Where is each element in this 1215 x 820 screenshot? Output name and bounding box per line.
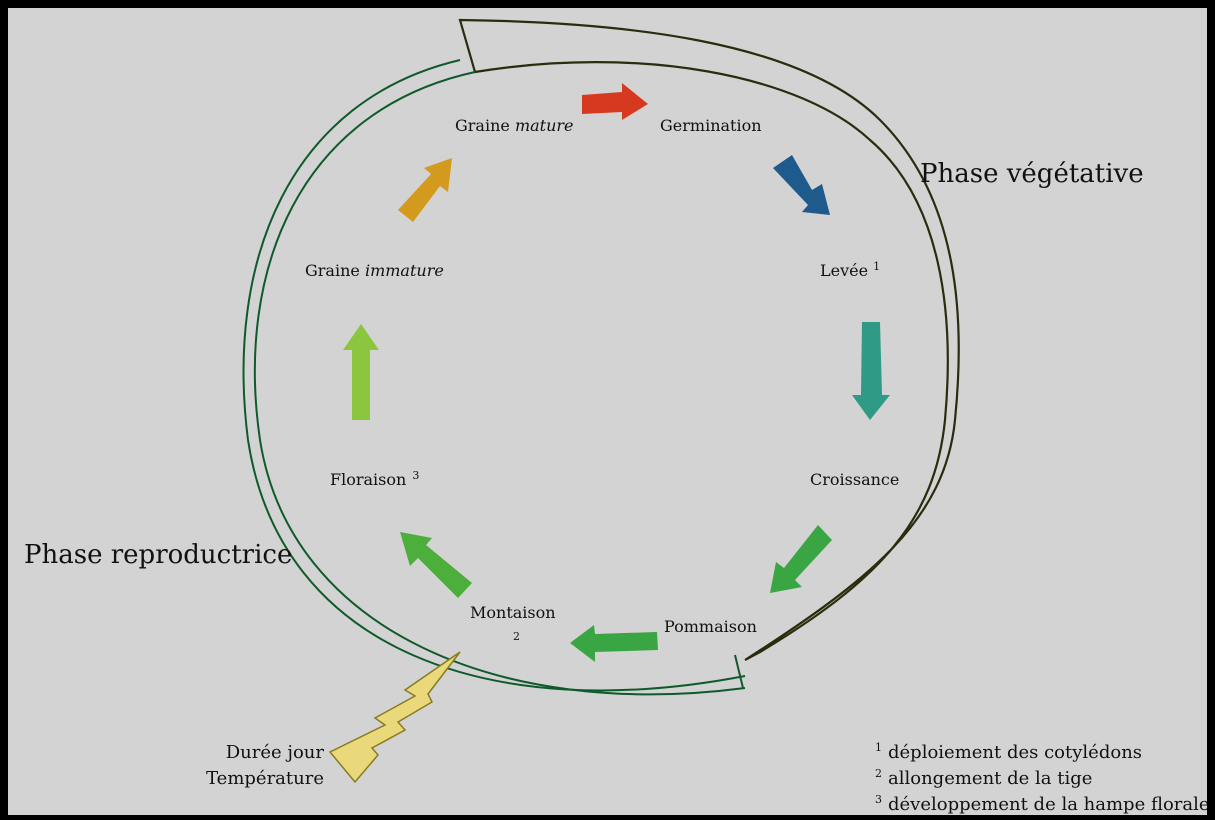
reproductive-phase-band-inner <box>242 59 746 692</box>
arrow-germination <box>582 83 648 120</box>
phase-vegetative-label: Phase végétative <box>920 159 1144 189</box>
trigger-day-length: Durée jour <box>226 742 325 763</box>
phase-reproductive-label: Phase reproductrice <box>24 540 292 570</box>
arrow-graine-mature <box>398 158 452 222</box>
stage-croissance: Croissance <box>810 470 899 489</box>
stage-pommaison: Pommaison <box>664 617 757 636</box>
arrow-pommaison <box>770 525 832 593</box>
arrow-levee <box>773 155 830 215</box>
arrow-floraison <box>400 532 472 598</box>
stage-montaison-sup: 2 <box>513 630 520 643</box>
stage-germination: Germination <box>660 116 762 135</box>
stage-montaison: Montaison <box>470 603 556 622</box>
lightning-bolt-icon <box>328 651 461 784</box>
stage-graine-mature: Graine mature <box>455 116 574 135</box>
arrow-graine-immature <box>343 324 379 420</box>
vegetative-phase-band <box>458 18 960 661</box>
arrow-croissance <box>852 322 890 420</box>
stage-graine-immature: Graine immature <box>305 261 444 280</box>
reproductive-band-end <box>734 654 744 689</box>
trigger-temperature: Température <box>206 768 324 789</box>
reproductive-phase-band <box>253 71 746 696</box>
arrow-montaison <box>570 625 658 662</box>
